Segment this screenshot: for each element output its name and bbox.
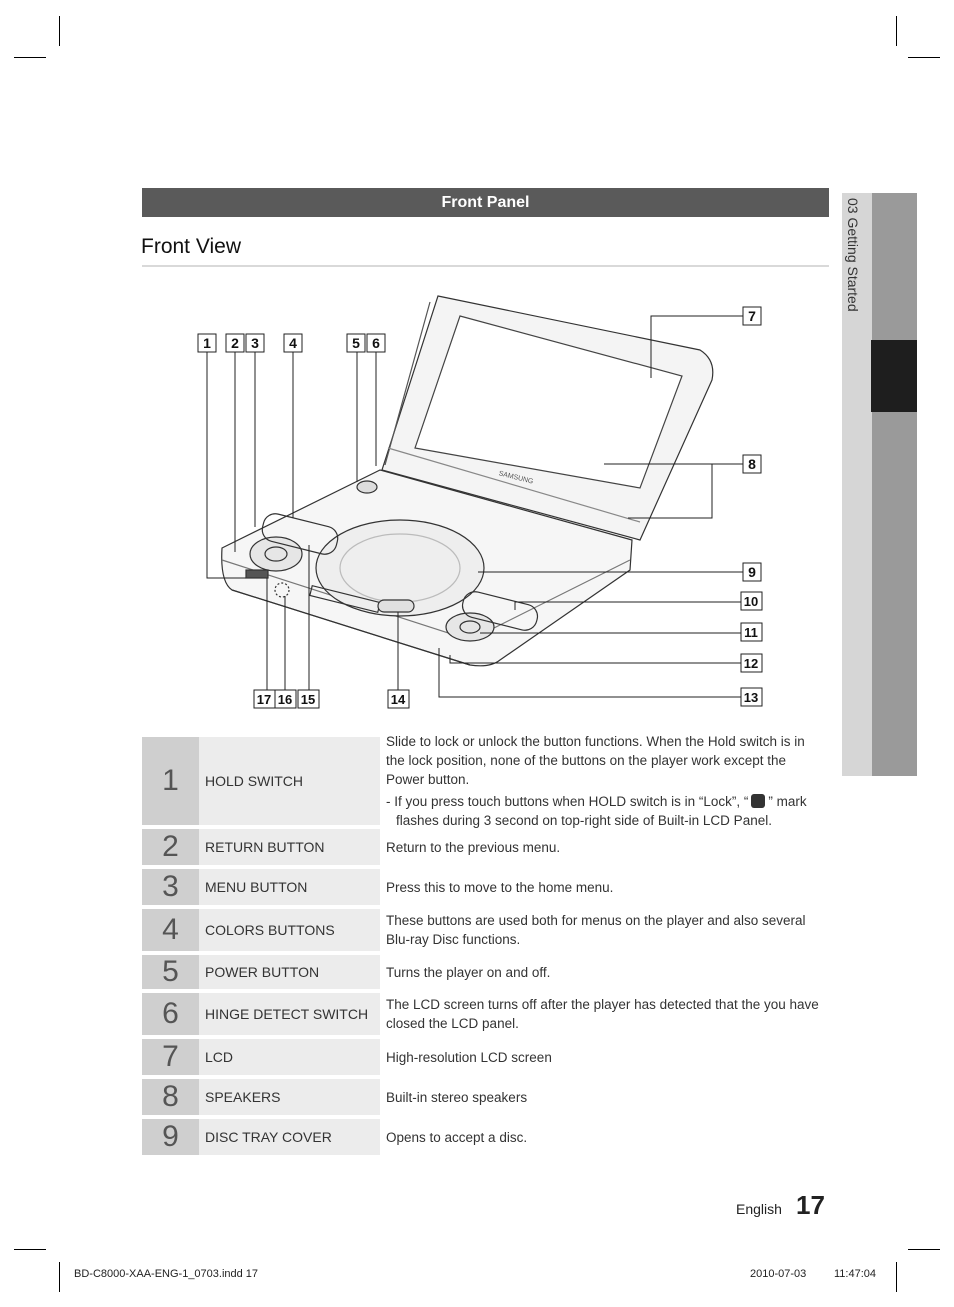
part-name: COLORS BUTTONS [199, 909, 380, 951]
callout-5: 5 [346, 333, 366, 353]
callout-17: 17 [253, 689, 276, 709]
row-number: 8 [142, 1079, 199, 1115]
part-name: LCD [199, 1039, 380, 1075]
slug-filename: BD-C8000-XAA-ENG-1_0703.indd 17 [74, 1268, 259, 1280]
callout-9: 9 [742, 562, 762, 582]
svg-text:8: 8 [748, 456, 756, 472]
svg-text:7: 7 [748, 308, 756, 324]
table-row: 1 HOLD SWITCH Slide to lock or unlock th… [142, 734, 829, 828]
callout-1: 1 [197, 333, 217, 353]
table-row: 3 MENU BUTTON Press this to move to the … [142, 869, 829, 905]
svg-text:17: 17 [257, 692, 271, 707]
svg-text:1: 1 [203, 335, 211, 351]
callout-8: 8 [742, 454, 762, 474]
part-description: These buttons are used both for menus on… [386, 913, 806, 947]
part-description: Slide to lock or unlock the button funct… [380, 734, 829, 828]
slug-date: 2010-07-03 [750, 1268, 807, 1280]
svg-text:13: 13 [744, 690, 758, 705]
part-name: DISC TRAY COVER [199, 1119, 380, 1155]
callout-4: 4 [283, 333, 303, 353]
callout-10: 10 [740, 591, 763, 611]
svg-text:2: 2 [231, 335, 239, 351]
side-tab-band [872, 193, 917, 776]
row-number: 3 [142, 869, 199, 905]
svg-text:4: 4 [289, 335, 297, 351]
parts-table: 1 HOLD SWITCH Slide to lock or unlock th… [142, 734, 829, 1159]
callout-12: 12 [740, 653, 763, 673]
callout-15: 15 [297, 689, 320, 709]
table-row: 2 RETURN BUTTON Return to the previous m… [142, 829, 829, 865]
callout-13: 13 [740, 687, 763, 707]
svg-text:14: 14 [391, 692, 406, 707]
part-name: HOLD SWITCH [199, 737, 380, 825]
row-number: 2 [142, 829, 199, 865]
part-description: Press this to move to the home menu. [386, 879, 614, 895]
part-description: High-resolution LCD screen [386, 1049, 552, 1065]
callout-11: 11 [740, 622, 763, 642]
part-name: SPEAKERS [199, 1079, 380, 1115]
row-number: 7 [142, 1039, 199, 1075]
callout-7: 7 [742, 306, 762, 326]
row-number: 6 [142, 993, 199, 1035]
part-name: POWER BUTTON [199, 955, 380, 989]
lock-note: - If you press touch buttons when HOLD s… [386, 794, 807, 828]
svg-text:5: 5 [352, 335, 360, 351]
part-description: Opens to accept a disc. [386, 1129, 528, 1145]
part-description: Turns the player on and off. [386, 964, 551, 980]
side-tab [842, 193, 872, 776]
table-row: 4 COLORS BUTTONS These buttons are used … [142, 909, 829, 951]
table-row: 5 POWER BUTTON Turns the player on and o… [142, 955, 829, 989]
table-row: 6 HINGE DETECT SWITCH The LCD screen tur… [142, 993, 829, 1035]
row-number: 9 [142, 1119, 199, 1155]
front-view-diagram: SAMSUNG 1 2 3 4 5 6 7 8 9 10 11 12 13 [197, 295, 763, 709]
side-tab-marker [871, 340, 917, 412]
svg-text:3: 3 [251, 335, 259, 351]
callout-6: 6 [366, 333, 386, 353]
svg-text:12: 12 [744, 656, 758, 671]
callout-3: 3 [245, 333, 265, 353]
part-name: MENU BUTTON [199, 869, 380, 905]
part-name: RETURN BUTTON [199, 829, 380, 865]
lock-icon [751, 794, 766, 808]
subtitle-rule [142, 265, 829, 267]
row-number: 4 [142, 909, 199, 951]
side-tab-label: 03 Getting Started [845, 198, 861, 312]
svg-text:6: 6 [372, 335, 380, 351]
svg-text:9: 9 [748, 564, 756, 580]
row-number: 5 [142, 955, 199, 989]
part-description: The LCD screen turns off after the playe… [386, 997, 819, 1031]
svg-text:11: 11 [744, 625, 758, 640]
part-name: HINGE DETECT SWITCH [199, 993, 380, 1035]
table-row: 7 LCD High-resolution LCD screen [142, 1039, 829, 1075]
callout-16: 16 [274, 689, 297, 709]
slug-time: 11:47:04 [834, 1268, 877, 1280]
table-row: 9 DISC TRAY COVER Opens to accept a disc… [142, 1119, 829, 1155]
part-description: Built-in stereo speakers [386, 1089, 528, 1105]
page-subtitle: Front View [141, 235, 241, 258]
part-description: Return to the previous menu. [386, 839, 561, 855]
section-title: Front Panel [142, 188, 829, 217]
callout-14: 14 [387, 689, 410, 709]
svg-text:15: 15 [301, 692, 315, 707]
callout-2: 2 [225, 333, 245, 353]
row-number: 1 [142, 737, 199, 825]
footer-language: English [736, 1201, 782, 1217]
table-row: 8 SPEAKERS Built-in stereo speakers [142, 1079, 829, 1115]
page-number: 17 [796, 1190, 825, 1220]
svg-text:16: 16 [278, 692, 292, 707]
svg-text:10: 10 [744, 594, 758, 609]
